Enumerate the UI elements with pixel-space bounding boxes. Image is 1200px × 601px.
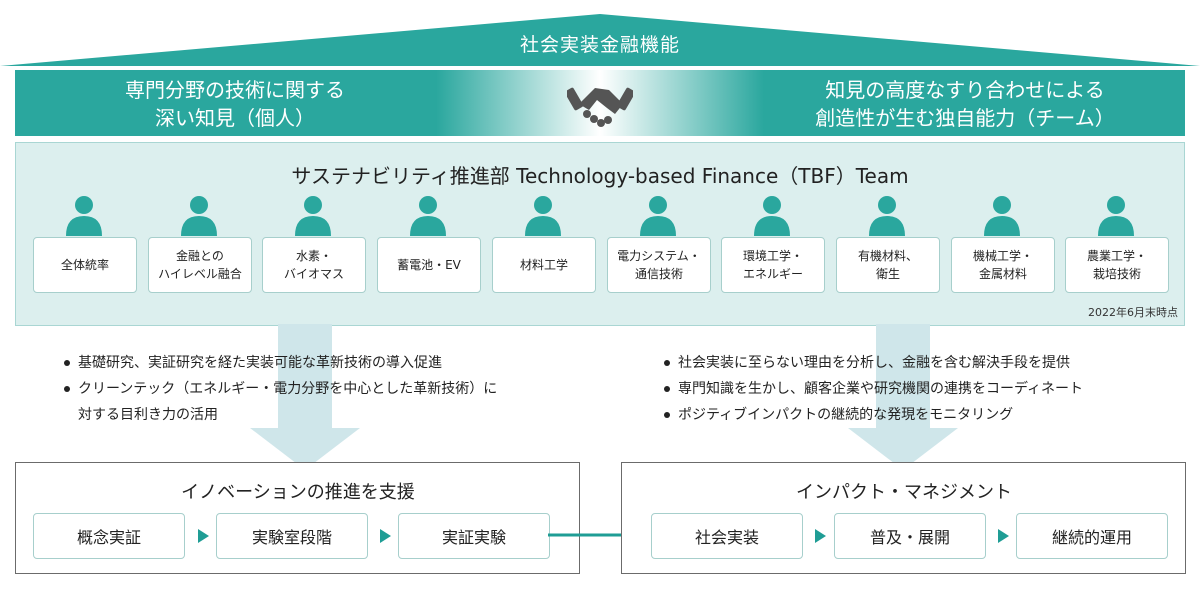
team-field-box: 有機材料、 衛生 <box>836 237 940 293</box>
bullet-item: 社会実装に至らない理由を分析し、金融を含む解決手段を提供 <box>662 350 1182 376</box>
team-field-box: 環境工学・ エネルギー <box>721 237 825 293</box>
person-icon <box>869 196 905 236</box>
team-field-box: 全体統率 <box>33 237 137 293</box>
right-bullets: 社会実装に至らない理由を分析し、金融を含む解決手段を提供 専門知識を生かし、顧客… <box>662 350 1182 428</box>
team-field-box: 農業工学・ 栽培技術 <box>1065 237 1169 293</box>
team-field-box: 電力システム・ 通信技術 <box>607 237 711 293</box>
down-arrow-right <box>848 324 958 470</box>
bullet-item: クリーンテック（エネルギー・電力分野を中心とした革新技術）に 対する目利き力の活… <box>62 376 582 428</box>
team-field-box: 材料工学 <box>492 237 596 293</box>
person-icon <box>66 196 102 236</box>
step-continuous-operation: 継続的運用 <box>1016 513 1168 559</box>
step-arrow <box>198 529 209 543</box>
as-of-date: 2022年6月末時点 <box>1088 306 1178 319</box>
handshake-icon <box>567 87 633 127</box>
impact-title: インパクト・マネジメント <box>796 482 1012 503</box>
person-icon <box>984 196 1020 236</box>
person-icon <box>754 196 790 236</box>
roof-shape <box>0 14 1200 66</box>
down-arrow-left <box>250 324 360 470</box>
team-field-box: 水素・ バイオマス <box>262 237 366 293</box>
team-field-box: 蓄電池・EV <box>377 237 481 293</box>
team-field-box: 金融との ハイレベル融合 <box>148 237 252 293</box>
step-field-trial: 実証実験 <box>398 513 550 559</box>
step-diffusion: 普及・展開 <box>834 513 986 559</box>
step-lab-stage: 実験室段階 <box>216 513 368 559</box>
step-arrow <box>815 529 826 543</box>
bullet-item: 専門知識を生かし、顧客企業や研究機関の連携をコーディネート <box>662 376 1182 402</box>
team-title: サステナビリティ推進部 Technology-based Finance（TBF… <box>291 164 909 188</box>
team-field-box: 機械工学・ 金属材料 <box>951 237 1055 293</box>
innovation-title: イノベーションの推進を支援 <box>181 482 415 503</box>
person-icon <box>640 196 676 236</box>
band-right-text: 知見の高度なすり合わせによる 創造性が生む独自能力（チーム） <box>815 78 1115 130</box>
person-icon <box>1098 196 1134 236</box>
step-arrow <box>998 529 1009 543</box>
step-arrow <box>380 529 391 543</box>
person-icon <box>410 196 446 236</box>
step-proof-of-concept: 概念実証 <box>33 513 185 559</box>
person-icon <box>295 196 331 236</box>
person-icon <box>525 196 561 236</box>
bullet-item: ポジティブインパクトの継続的な発現をモニタリング <box>662 402 1182 428</box>
roof-title: 社会実装金融機能 <box>519 34 680 56</box>
person-icon <box>181 196 217 236</box>
band-left-text: 専門分野の技術に関する 深い知見（個人） <box>125 78 345 130</box>
bullet-item: 基礎研究、実証研究を経た実装可能な革新技術の導入促進 <box>62 350 582 376</box>
step-social-implementation: 社会実装 <box>651 513 803 559</box>
left-bullets: 基礎研究、実証研究を経た実装可能な革新技術の導入促進 クリーンテック（エネルギー… <box>62 350 582 428</box>
